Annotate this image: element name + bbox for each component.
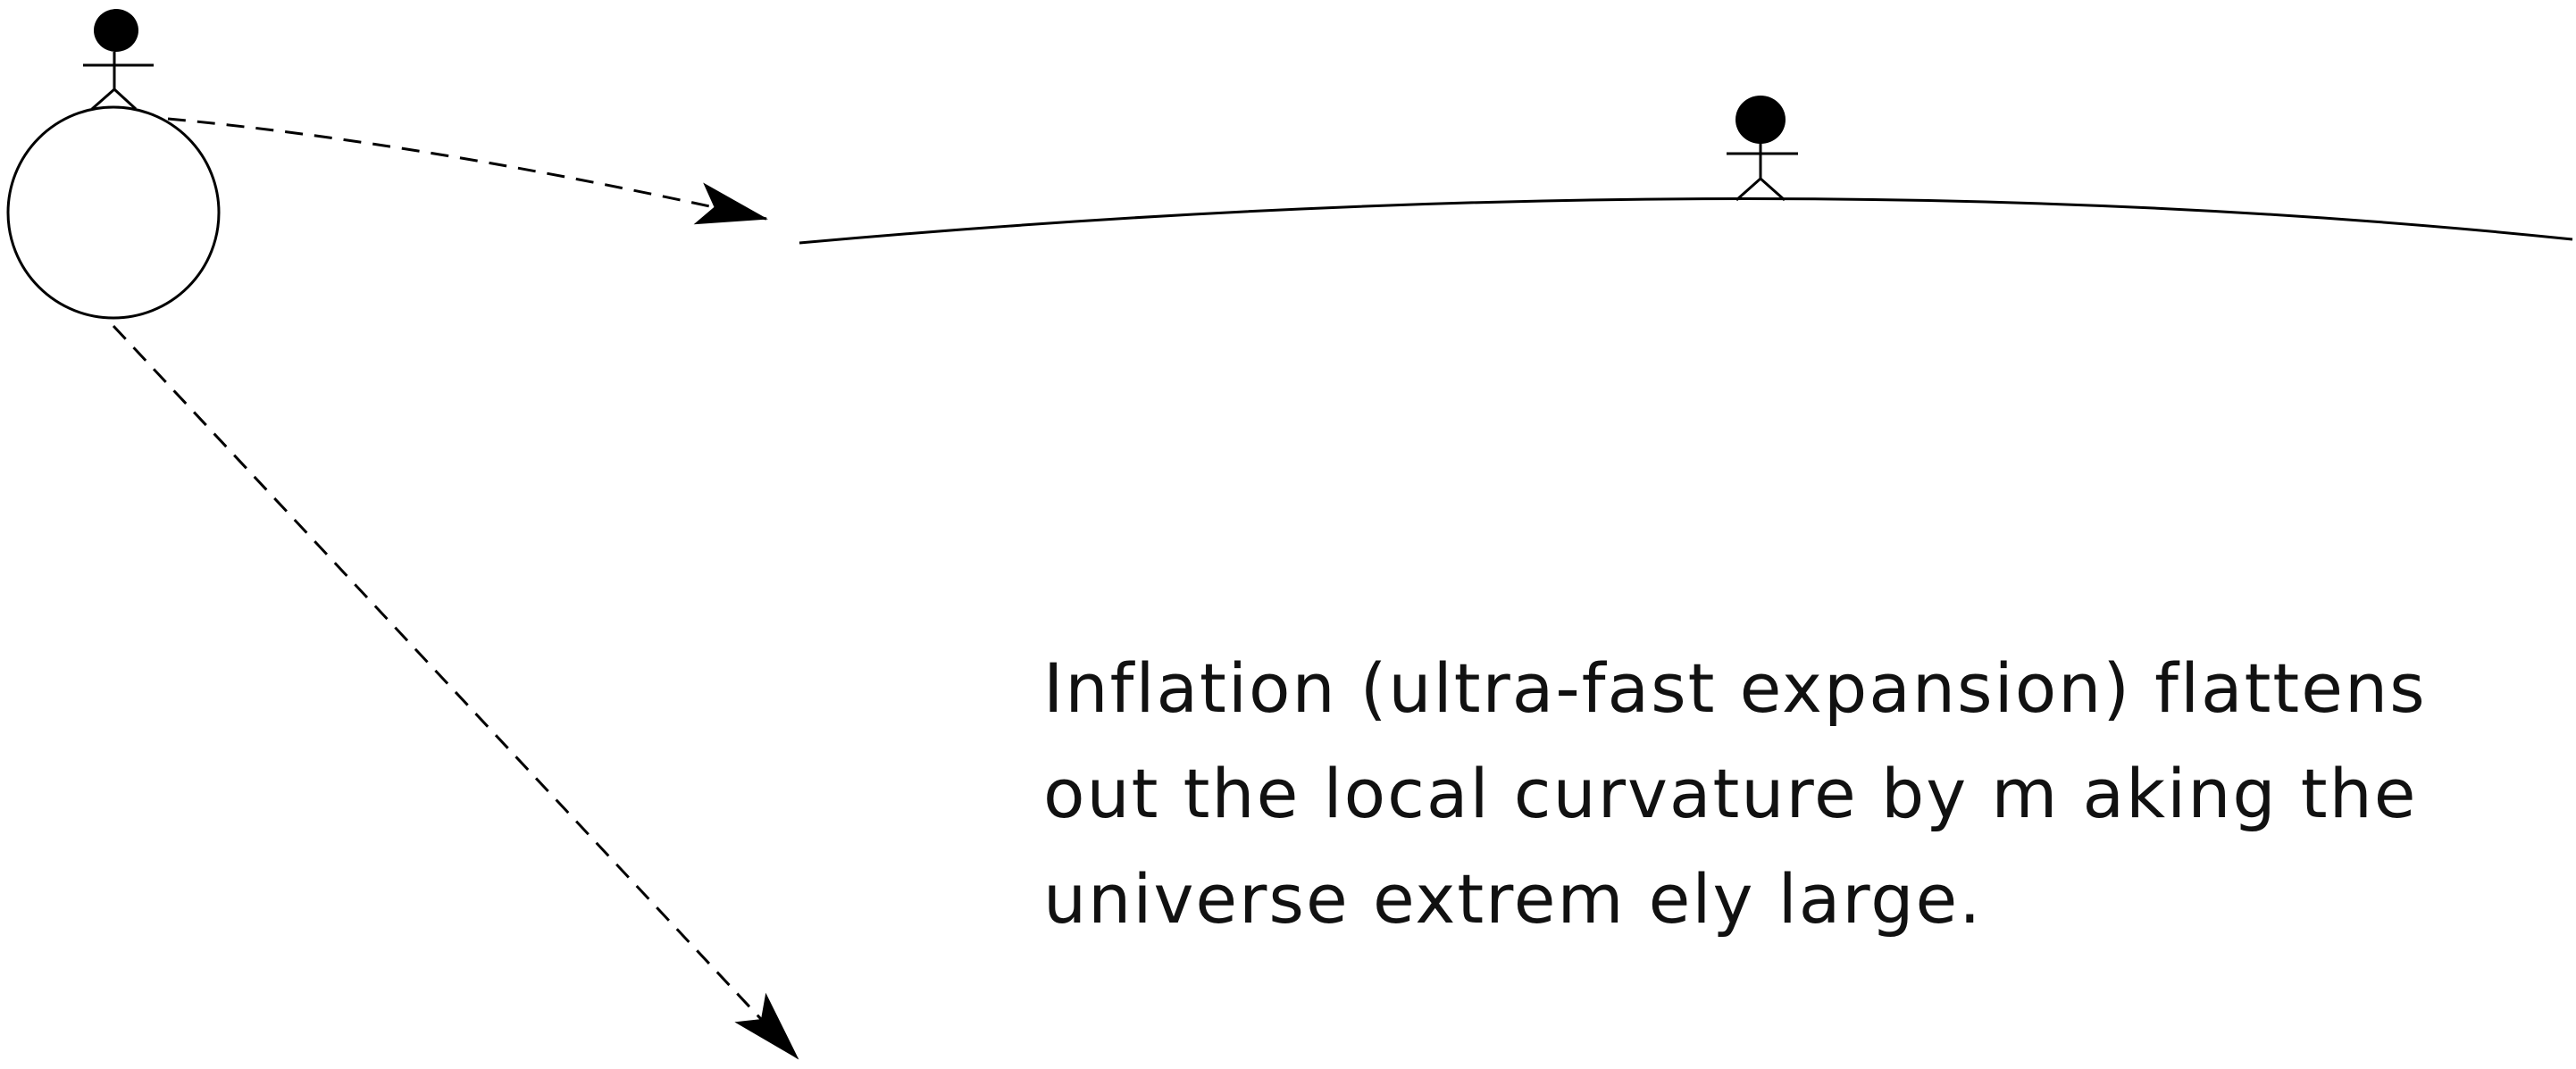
stick-figure-large-universe [1727,96,1798,202]
caption-line-3: universe extrem ely large. [1043,859,1983,939]
stick-figure-left-leg [91,88,115,111]
expansion-arrow-right [167,117,768,225]
caption-line-1: Inflation (ultra-fast expansion) flatten… [1043,648,2427,728]
stick-figure-right-leg [113,88,138,111]
stick-figure-head [1735,96,1786,144]
flattened-arc [799,196,2573,245]
expansion-arrow-down [112,324,799,1060]
small-sphere [6,105,221,320]
caption-line-2: out the local curvature by m aking the [1043,754,2418,833]
stick-figure-small-universe [83,9,154,111]
caption-text: Inflation (ultra-fast expansion) flatten… [1043,636,2562,952]
stick-figure-right-leg [1760,177,1786,202]
stick-figure-head [94,9,138,52]
stick-figure-left-leg [1735,177,1761,202]
